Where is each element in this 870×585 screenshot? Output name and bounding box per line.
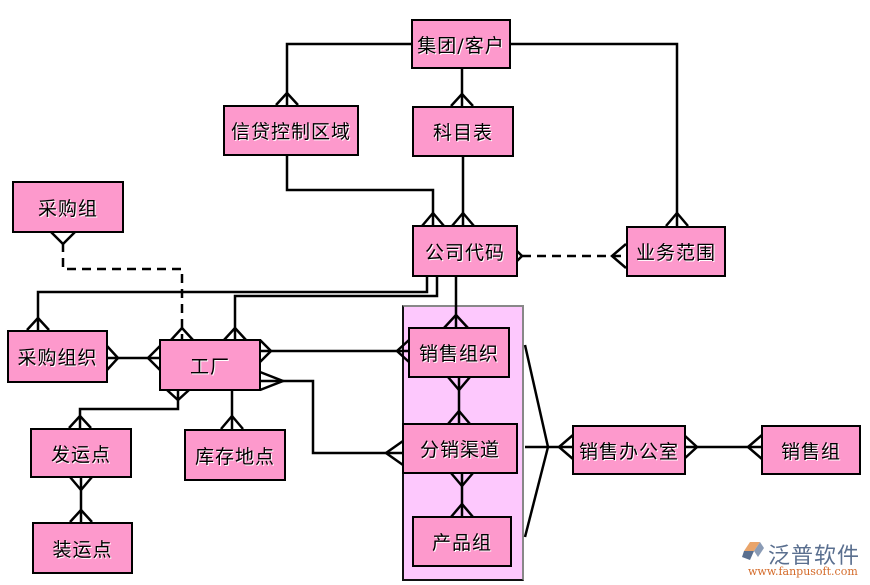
- crowfoot-distchannel-top: [447, 409, 471, 425]
- entity-label: 销售办公室: [578, 440, 679, 463]
- line-company-plant: [233, 275, 439, 340]
- crowfoot-storage-top: [220, 414, 244, 430]
- entity-label: 采购组: [37, 197, 98, 220]
- crowfoot-company-top-2: [451, 211, 475, 227]
- line-group-business: [510, 42, 679, 226]
- entity-company-code[interactable]: 公司代码: [412, 225, 518, 277]
- entity-label: 信贷控制区域: [230, 121, 351, 143]
- line-group-credit: [285, 42, 412, 105]
- crowfoot-distchannel-left: [383, 439, 404, 467]
- fanpusoft-logo-icon: [742, 542, 764, 560]
- crowfoot-distchannel-bottom: [450, 472, 474, 488]
- entity-sales-group[interactable]: 销售组: [761, 425, 861, 475]
- entity-sales-org[interactable]: 销售组织: [408, 327, 510, 378]
- entity-group-customer[interactable]: 集团/客户: [411, 19, 511, 69]
- line-purchgroup-plant: [61, 243, 184, 340]
- entity-purchasing-group[interactable]: 采购组: [12, 181, 124, 233]
- line-company-purchorg: [36, 275, 429, 330]
- entity-label: 工厂: [189, 355, 230, 378]
- entity-label: 集团/客户: [417, 34, 505, 57]
- crowfoot-loading-top: [69, 508, 93, 523]
- line-plant-shipping: [78, 390, 180, 428]
- entity-label: 公司代码: [424, 241, 505, 264]
- crowfoot-company-top-1: [421, 211, 445, 227]
- crowfoot-plant-top-2: [223, 326, 247, 341]
- crowfoot-shipping-top: [68, 414, 92, 429]
- entity-label: 销售组: [780, 440, 841, 463]
- entity-business-area[interactable]: 业务范围: [626, 226, 726, 277]
- crowfoot-plant-right-1: [259, 339, 273, 363]
- crowfoot-office-left: [557, 434, 574, 460]
- crowfoot-office-right: [683, 434, 699, 460]
- crowfoot-salesorg-bottom: [447, 376, 471, 392]
- entity-loading-point[interactable]: 装运点: [32, 522, 133, 574]
- entity-label: 装运点: [52, 538, 113, 561]
- entity-shipping-point[interactable]: 发运点: [30, 428, 132, 478]
- entity-purchasing-org[interactable]: 采购组织: [7, 330, 108, 383]
- entity-chart-of-accounts[interactable]: 科目表: [412, 106, 514, 157]
- crowfoot-salesorg-left: [395, 339, 410, 363]
- crowfoot-salesorg-top: [443, 313, 469, 329]
- crowfoot-credit-top: [275, 91, 299, 106]
- line-credit-company: [285, 154, 435, 226]
- brand-url: www.fanpusoft.com: [748, 565, 858, 578]
- crowfoot-shipping-bottom: [69, 476, 93, 492]
- brand-name: 泛普软件: [768, 544, 861, 569]
- crowfoot-purchgroup-bottom: [50, 231, 76, 246]
- entity-label: 分销渠道: [419, 439, 500, 461]
- crowfoot-plant-top-1: [170, 326, 194, 341]
- crowfoot-plant-right-2: [259, 370, 287, 392]
- entity-label: 产品组: [431, 532, 492, 554]
- entity-label: 销售组织: [418, 343, 499, 365]
- entity-label: 发运点: [50, 443, 111, 466]
- crowfoot-business-left: [610, 243, 627, 269]
- crowfoot-purchorg-top: [26, 316, 50, 331]
- entity-sales-office[interactable]: 销售办公室: [572, 425, 686, 475]
- fanpusoft-watermark: 泛普软件 www.fanpusoft.com: [738, 538, 866, 582]
- entity-credit-control-area[interactable]: 信贷控制区域: [223, 105, 359, 156]
- crowfoot-plant-bottom: [166, 389, 190, 402]
- crowfoot-division-top: [450, 502, 474, 518]
- crowfoot-salesgroup-left: [746, 434, 763, 460]
- entity-label: 采购组织: [17, 347, 98, 369]
- entity-division[interactable]: 产品组: [412, 516, 512, 567]
- entity-storage-location[interactable]: 库存地点: [184, 429, 286, 481]
- entity-distribution-channel[interactable]: 分销渠道: [402, 423, 518, 474]
- crowfoot-plant-left: [146, 345, 161, 371]
- entity-label: 库存地点: [194, 445, 275, 468]
- entity-plant[interactable]: 工厂: [159, 339, 261, 391]
- entity-label: 科目表: [432, 122, 493, 144]
- line-area-office-bottom: [523, 446, 550, 538]
- line-area-office-top: [523, 344, 550, 448]
- crowfoot-business-top: [665, 211, 689, 227]
- entity-label: 业务范围: [635, 242, 716, 264]
- crowfoot-purchorg-right: [106, 345, 120, 371]
- crowfoot-accounts-top: [450, 92, 474, 107]
